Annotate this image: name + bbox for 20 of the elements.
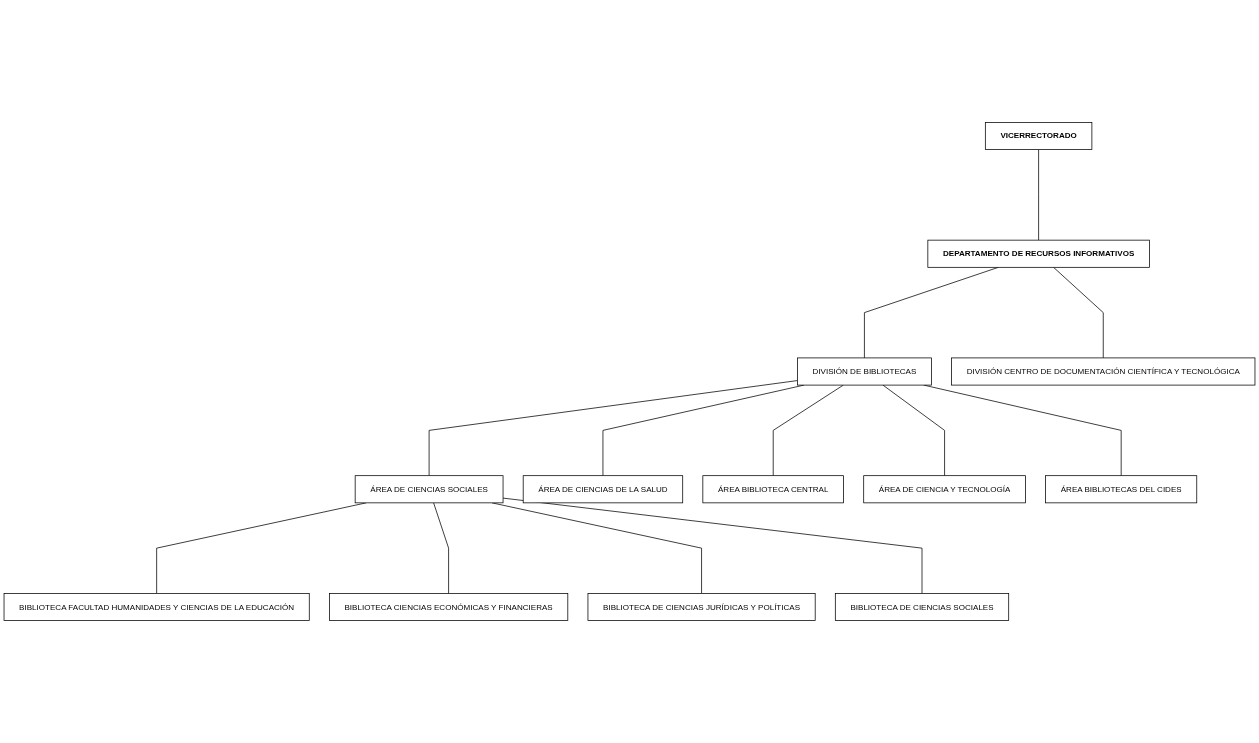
connector — [1038, 149, 1039, 241]
connector — [502, 497, 923, 594]
connector — [433, 502, 449, 594]
node-box: ÁREA BIBLIOTECAS DEL CIDES — [1045, 475, 1198, 504]
connector — [882, 384, 945, 477]
node-box: ÁREA DE CIENCIAS DE LA SALUD — [522, 475, 684, 504]
node-box: ÁREA DE CIENCIA Y TECNOLOGÍA — [863, 475, 1026, 504]
connector — [428, 380, 798, 477]
node-box: BIBLIOTECA DE CIENCIAS JURÍDICAS Y POLÍTICAS — [587, 593, 816, 621]
connector — [772, 384, 844, 477]
node-box: DIVISIÓN CENTRO DE DOCUMENTACIÓN CIENTÍFICA Y TECNOLÓGICA — [951, 357, 1256, 386]
node-box: BIBLIOTECA CIENCIAS ECONÓMICAS Y FINANCIERAS — [329, 593, 569, 621]
node-box: DIVISIÓN DE BIBLIOTECAS — [797, 357, 932, 386]
connector — [1053, 266, 1104, 359]
node-box: ÁREA BIBLIOTECA CENTRAL — [702, 475, 844, 504]
node-box: BIBLIOTECA DE CIENCIAS SOCIALES — [834, 593, 1010, 621]
node-box: ÁREA DE CIENCIAS SOCIALES — [354, 475, 504, 504]
node-box: DEPARTAMENTO DE RECURSOS INFORMATIVOS — [927, 239, 1150, 268]
node-box: VICERRECTORADO — [984, 122, 1093, 150]
node-box: BIBLIOTECA FACULTAD HUMANIDADES Y CIENCIAS DE LA EDUCACIÓN — [3, 593, 310, 621]
